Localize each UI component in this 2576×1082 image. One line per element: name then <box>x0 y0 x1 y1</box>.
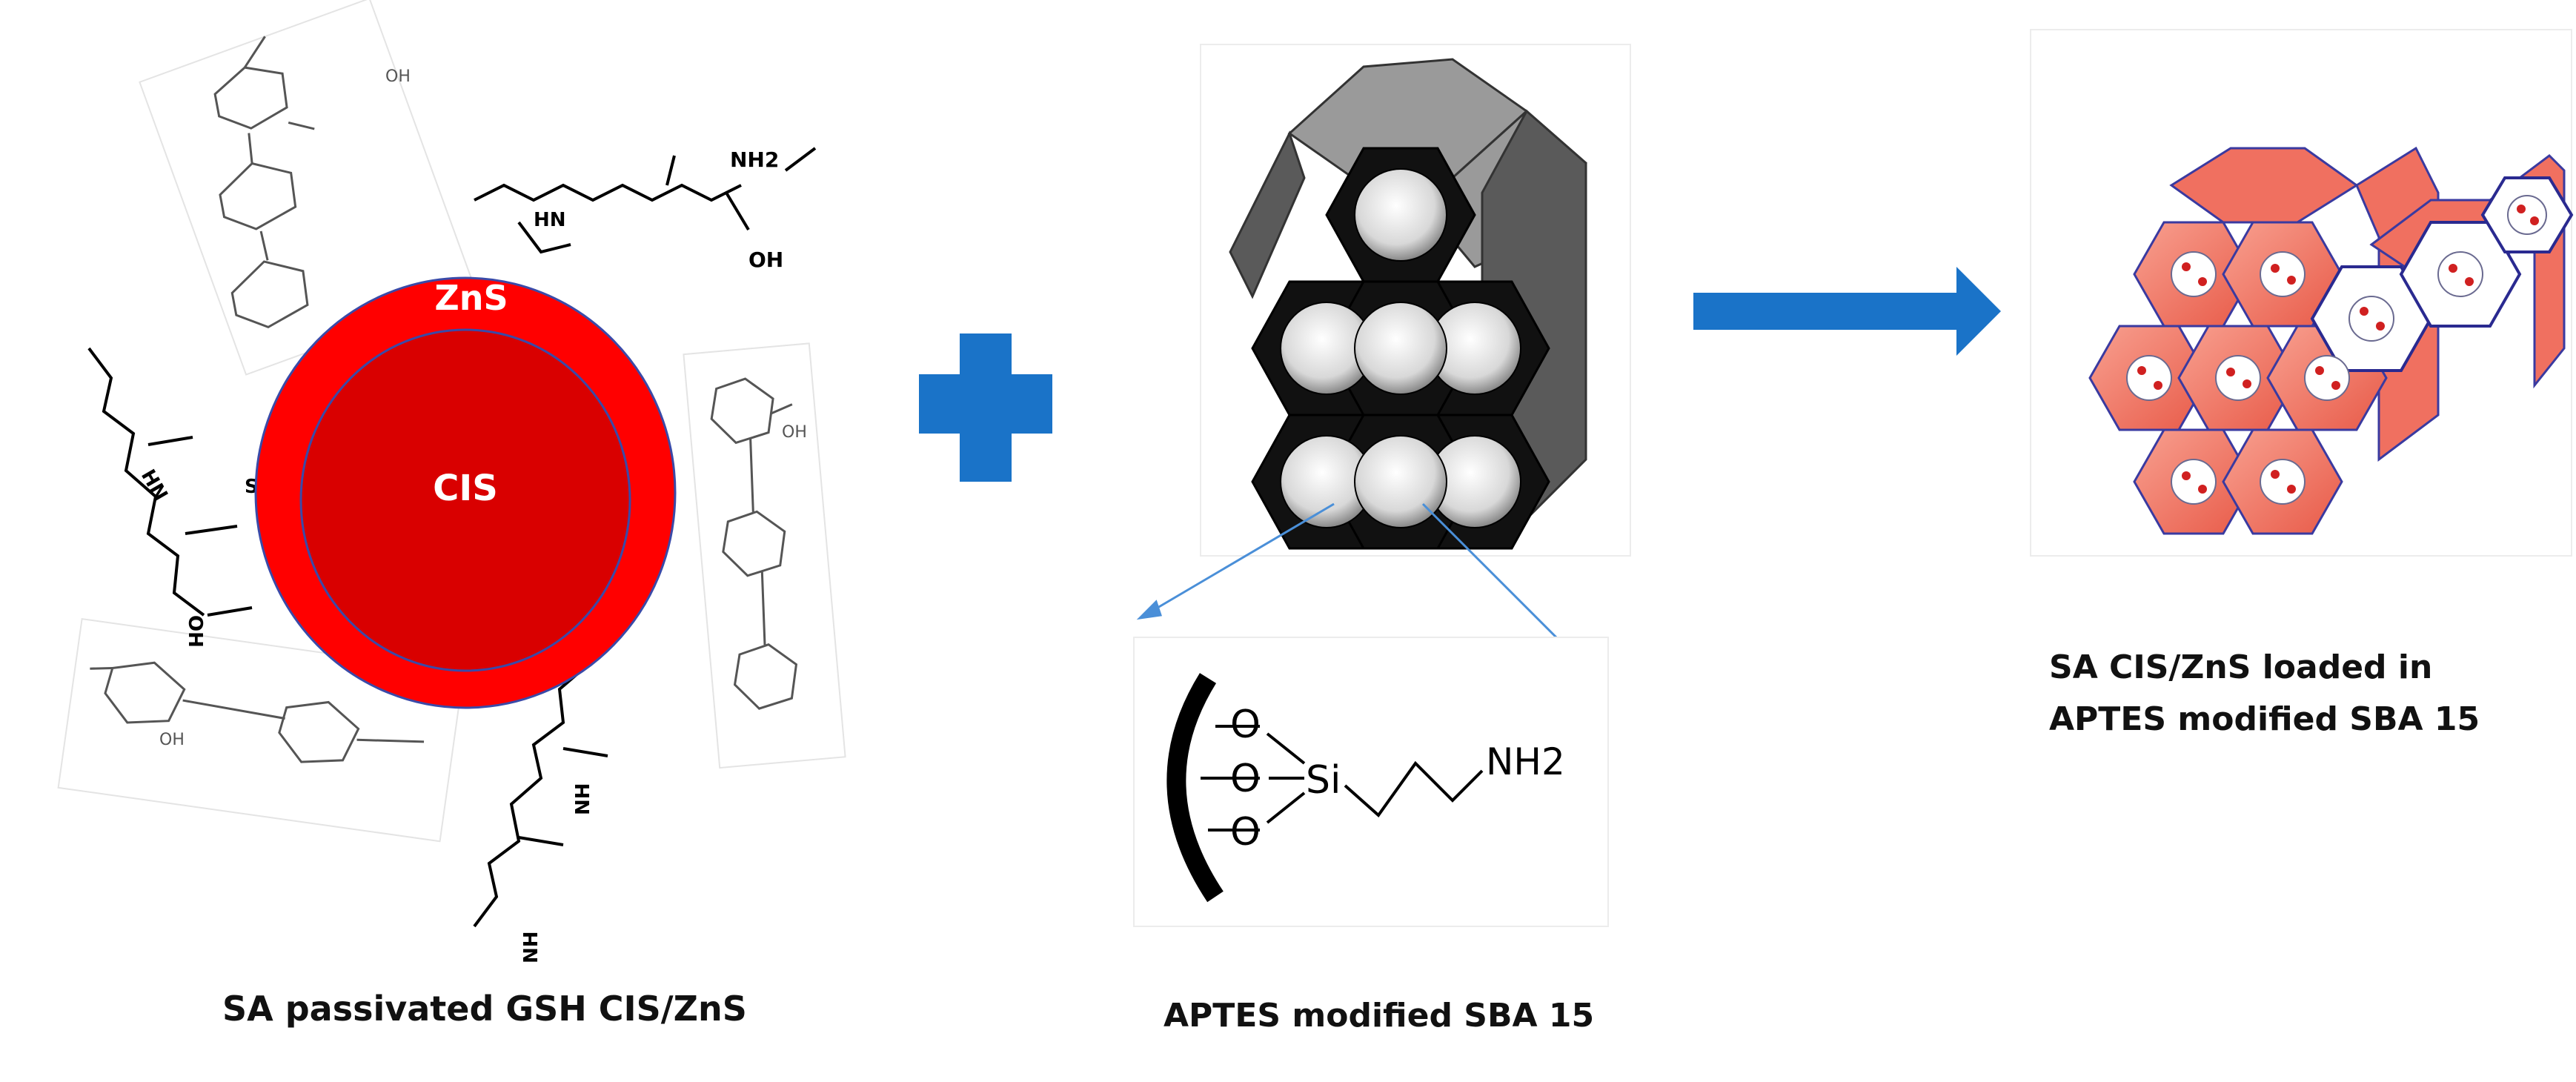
silica-wall <box>1166 673 1224 903</box>
gsh-label-nh-2: NH <box>520 931 542 963</box>
sa-chain-right <box>683 342 846 769</box>
sa-label-oh-3: OH <box>159 731 185 749</box>
gsh-label-nh-1: NH <box>572 783 594 815</box>
product-caption-line1: SA CIS/ZnS loaded in <box>2049 648 2433 686</box>
plus-icon <box>919 333 1052 482</box>
product-panel <box>2030 29 2574 557</box>
cis-core <box>299 328 631 672</box>
gsh-label-nh2: NH2 <box>730 147 779 172</box>
aptes-silicon: Si <box>1306 758 1341 803</box>
gsh-label-hn-2: HN <box>136 466 172 505</box>
gsh-chain-top-right <box>474 147 817 254</box>
aptes-inset: O O O Si NH2 <box>1133 637 1609 927</box>
shell-label: ZnS <box>434 278 508 318</box>
sa-chain-top <box>139 0 477 376</box>
loaded-particles <box>2126 195 2547 505</box>
gsh-chain-bottom-right <box>473 666 608 928</box>
quantum-dot-panel: NH2 OH HN HN S OH NH NH OH OH OH ZnS CIS <box>57 0 846 963</box>
product-caption-line2: APTES modified SBA 15 <box>2049 700 2480 738</box>
aptes-amine: NH2 <box>1486 740 1565 783</box>
quantum-dot-caption: SA passivated GSH CIS/ZnS <box>222 989 747 1029</box>
gsh-label-oh-2: OH <box>184 615 206 648</box>
gsh-label-oh-1: OH <box>748 248 783 272</box>
sa-label-oh-2: OH <box>782 423 807 442</box>
core-label: CIS <box>433 468 498 509</box>
sa-label-oh-1: OH <box>385 67 411 86</box>
sba15-panel: O O O Si NH2 <box>1133 44 1631 927</box>
loaded-particle-dots <box>2137 205 2539 494</box>
sba15-caption: APTES modified SBA 15 <box>1163 997 1595 1035</box>
aptes-oxygen-2: O <box>1230 757 1261 801</box>
aptes-oxygen-3: O <box>1230 810 1261 854</box>
reaction-arrow <box>1693 267 2001 356</box>
aptes-oxygen-1: O <box>1230 703 1261 747</box>
gsh-chain-left <box>87 347 253 617</box>
gsh-label-hn-1: HN <box>534 209 566 231</box>
